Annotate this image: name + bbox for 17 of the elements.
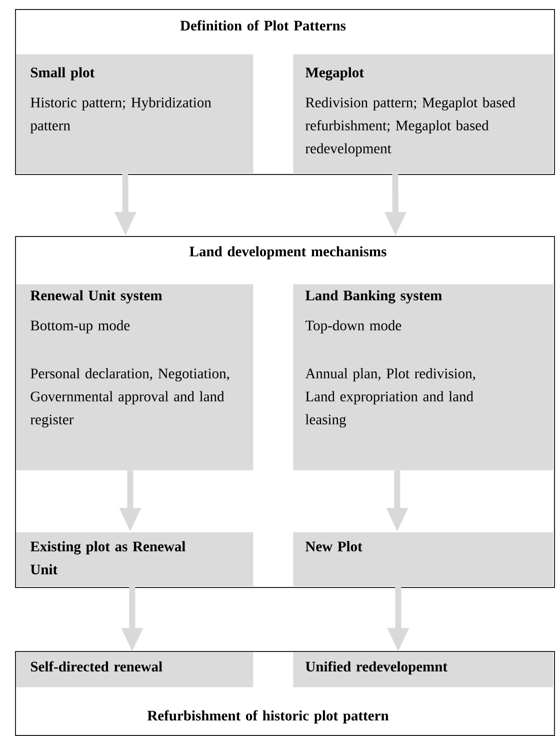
heading: New Plot: [305, 541, 362, 552]
heading: Unified redevelopemnt: [306, 661, 448, 674]
body-text: Personal declaration, Negotiation, Governmental approval and land register: [30, 368, 230, 428]
body-text: Redivision pattern; Megaplot based refurbishment; Megaplot based redevelopment: [306, 97, 516, 156]
heading: Renewal Unit system: [30, 290, 162, 304]
heading: Existing plot as Renewal Unit: [30, 541, 186, 574]
body-text: Historic pattern; Hybridization pattern: [30, 97, 212, 134]
heading: Self-directed renewal: [30, 661, 162, 672]
heading: Small plot: [30, 67, 95, 80]
heading: Land development mechanisms: [190, 246, 386, 260]
heading: Definition of Plot Patterns: [180, 20, 346, 31]
heading: Refurbishment of historic plot pattern: [147, 710, 389, 724]
heading: Land Banking system: [305, 290, 442, 304]
body-text: Bottom-up mode: [30, 320, 130, 334]
body-text: Annual plan, Plot redivision, Land expropriation and land leasing: [305, 368, 476, 428]
heading: Megaplot: [305, 67, 364, 80]
body-text: Top-down mode: [305, 320, 402, 334]
